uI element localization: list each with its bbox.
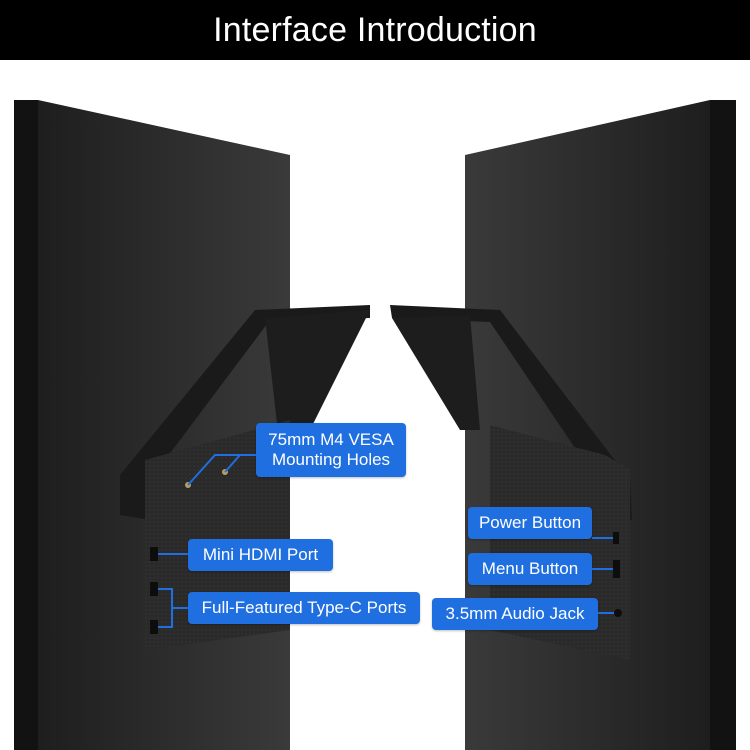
left-monitor-edge [14, 100, 38, 750]
mini-hdmi-port-shape [150, 547, 158, 561]
type-c-port-shape-2 [150, 620, 158, 634]
product-stage: 75mm M4 VESA Mounting Holes Mini HDMI Po… [0, 60, 750, 750]
vesa-label-line-2: Mounting Holes [271, 450, 391, 469]
right-stand-top [390, 305, 630, 485]
leader-lines [158, 454, 614, 628]
power-button-label: Power Button [468, 507, 592, 539]
right-monitor-edge [710, 100, 736, 750]
audio-jack-label: 3.5mm Audio Jack [432, 598, 598, 630]
type-c-ports-label: Full-Featured Type-C Ports [188, 592, 420, 624]
power-label-text: Power Button [478, 512, 582, 532]
monitor-illustration [14, 100, 736, 750]
vesa-label-line-1: 75mm M4 VESA [268, 429, 394, 449]
type-c-port-shape-1 [150, 582, 158, 596]
audio-label-text: 3.5mm Audio Jack [445, 603, 585, 623]
menu-button-label: Menu Button [468, 553, 592, 585]
left-stand-arm [265, 310, 370, 450]
menu-label-text: Menu Button [481, 558, 579, 578]
left-monitor [14, 100, 370, 750]
left-stand-top [120, 305, 370, 480]
right-stand-arm [392, 315, 480, 430]
page-header: Interface Introduction [0, 0, 750, 60]
type-c-label-text: Full-Featured Type-C Ports [201, 597, 407, 617]
mini-hdmi-label-text: Mini HDMI Port [202, 544, 319, 564]
menu-button-shape [613, 560, 620, 578]
vesa-mounting-holes-label: 75mm M4 VESA Mounting Holes [256, 423, 406, 477]
mini-hdmi-port-label: Mini HDMI Port [188, 539, 333, 571]
power-button-shape [613, 532, 619, 544]
left-stand-foot [120, 475, 150, 520]
audio-jack-shape [614, 609, 622, 617]
right-monitor [390, 100, 736, 750]
page-title: Interface Introduction [213, 10, 537, 49]
vesa-leader-1 [187, 454, 262, 486]
vesa-leader-2 [224, 454, 241, 473]
